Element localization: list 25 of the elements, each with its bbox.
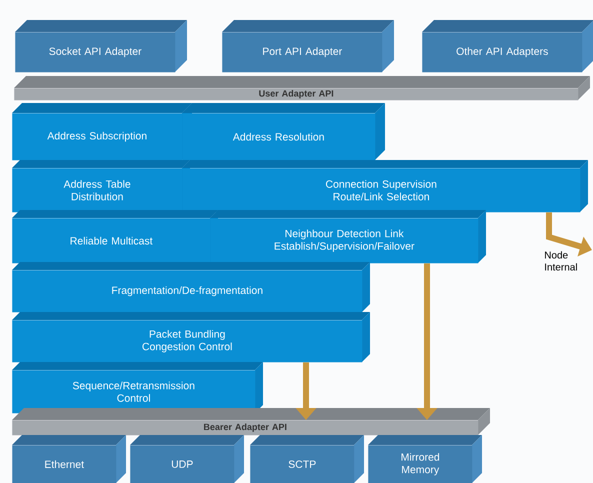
adapter-block: UDP (130, 435, 244, 483)
node-label: Connection Supervision Route/Link Selection (326, 180, 436, 200)
adapter-block: Ethernet (12, 435, 126, 483)
note-text: Node Internal (545, 251, 577, 271)
node-label: Address Resolution (232, 132, 324, 141)
layer-block: Fragmentation/De-fragmentation (12, 262, 370, 312)
layer-block: Packet Bundling Congestion Control (12, 312, 370, 362)
layer-block: Address Table Distribution (12, 160, 190, 212)
adapter-block: Port API Adapter (222, 20, 394, 72)
node-label: User Adapter API (259, 90, 334, 98)
api-band: Bearer Adapter API (12, 408, 490, 436)
api-band: User Adapter API (14, 76, 590, 100)
adapter-block: SCTP (250, 435, 364, 483)
layer-block: Reliable Multicast (12, 210, 218, 264)
layer-block: Address Resolution (182, 103, 385, 160)
node-label: Reliable Multicast (70, 236, 153, 245)
node-label: Address Subscription (47, 132, 146, 142)
layer-block: Address Subscription (12, 103, 192, 160)
adapter-block: Mirrored Memory (368, 435, 482, 483)
layer-block: Connection Supervision Route/Link Selection (182, 160, 588, 212)
layer-block: Neighbour Detection Link Establish/Supervision/Failover (210, 210, 486, 264)
node-label: Address Table Distribution (64, 180, 130, 200)
adapter-block: Other API Adapters (422, 20, 593, 72)
adapter-block: Socket API Adapter (15, 20, 187, 72)
node-label: Neighbour Detection Link Establish/Supervision/Failover (274, 230, 414, 252)
